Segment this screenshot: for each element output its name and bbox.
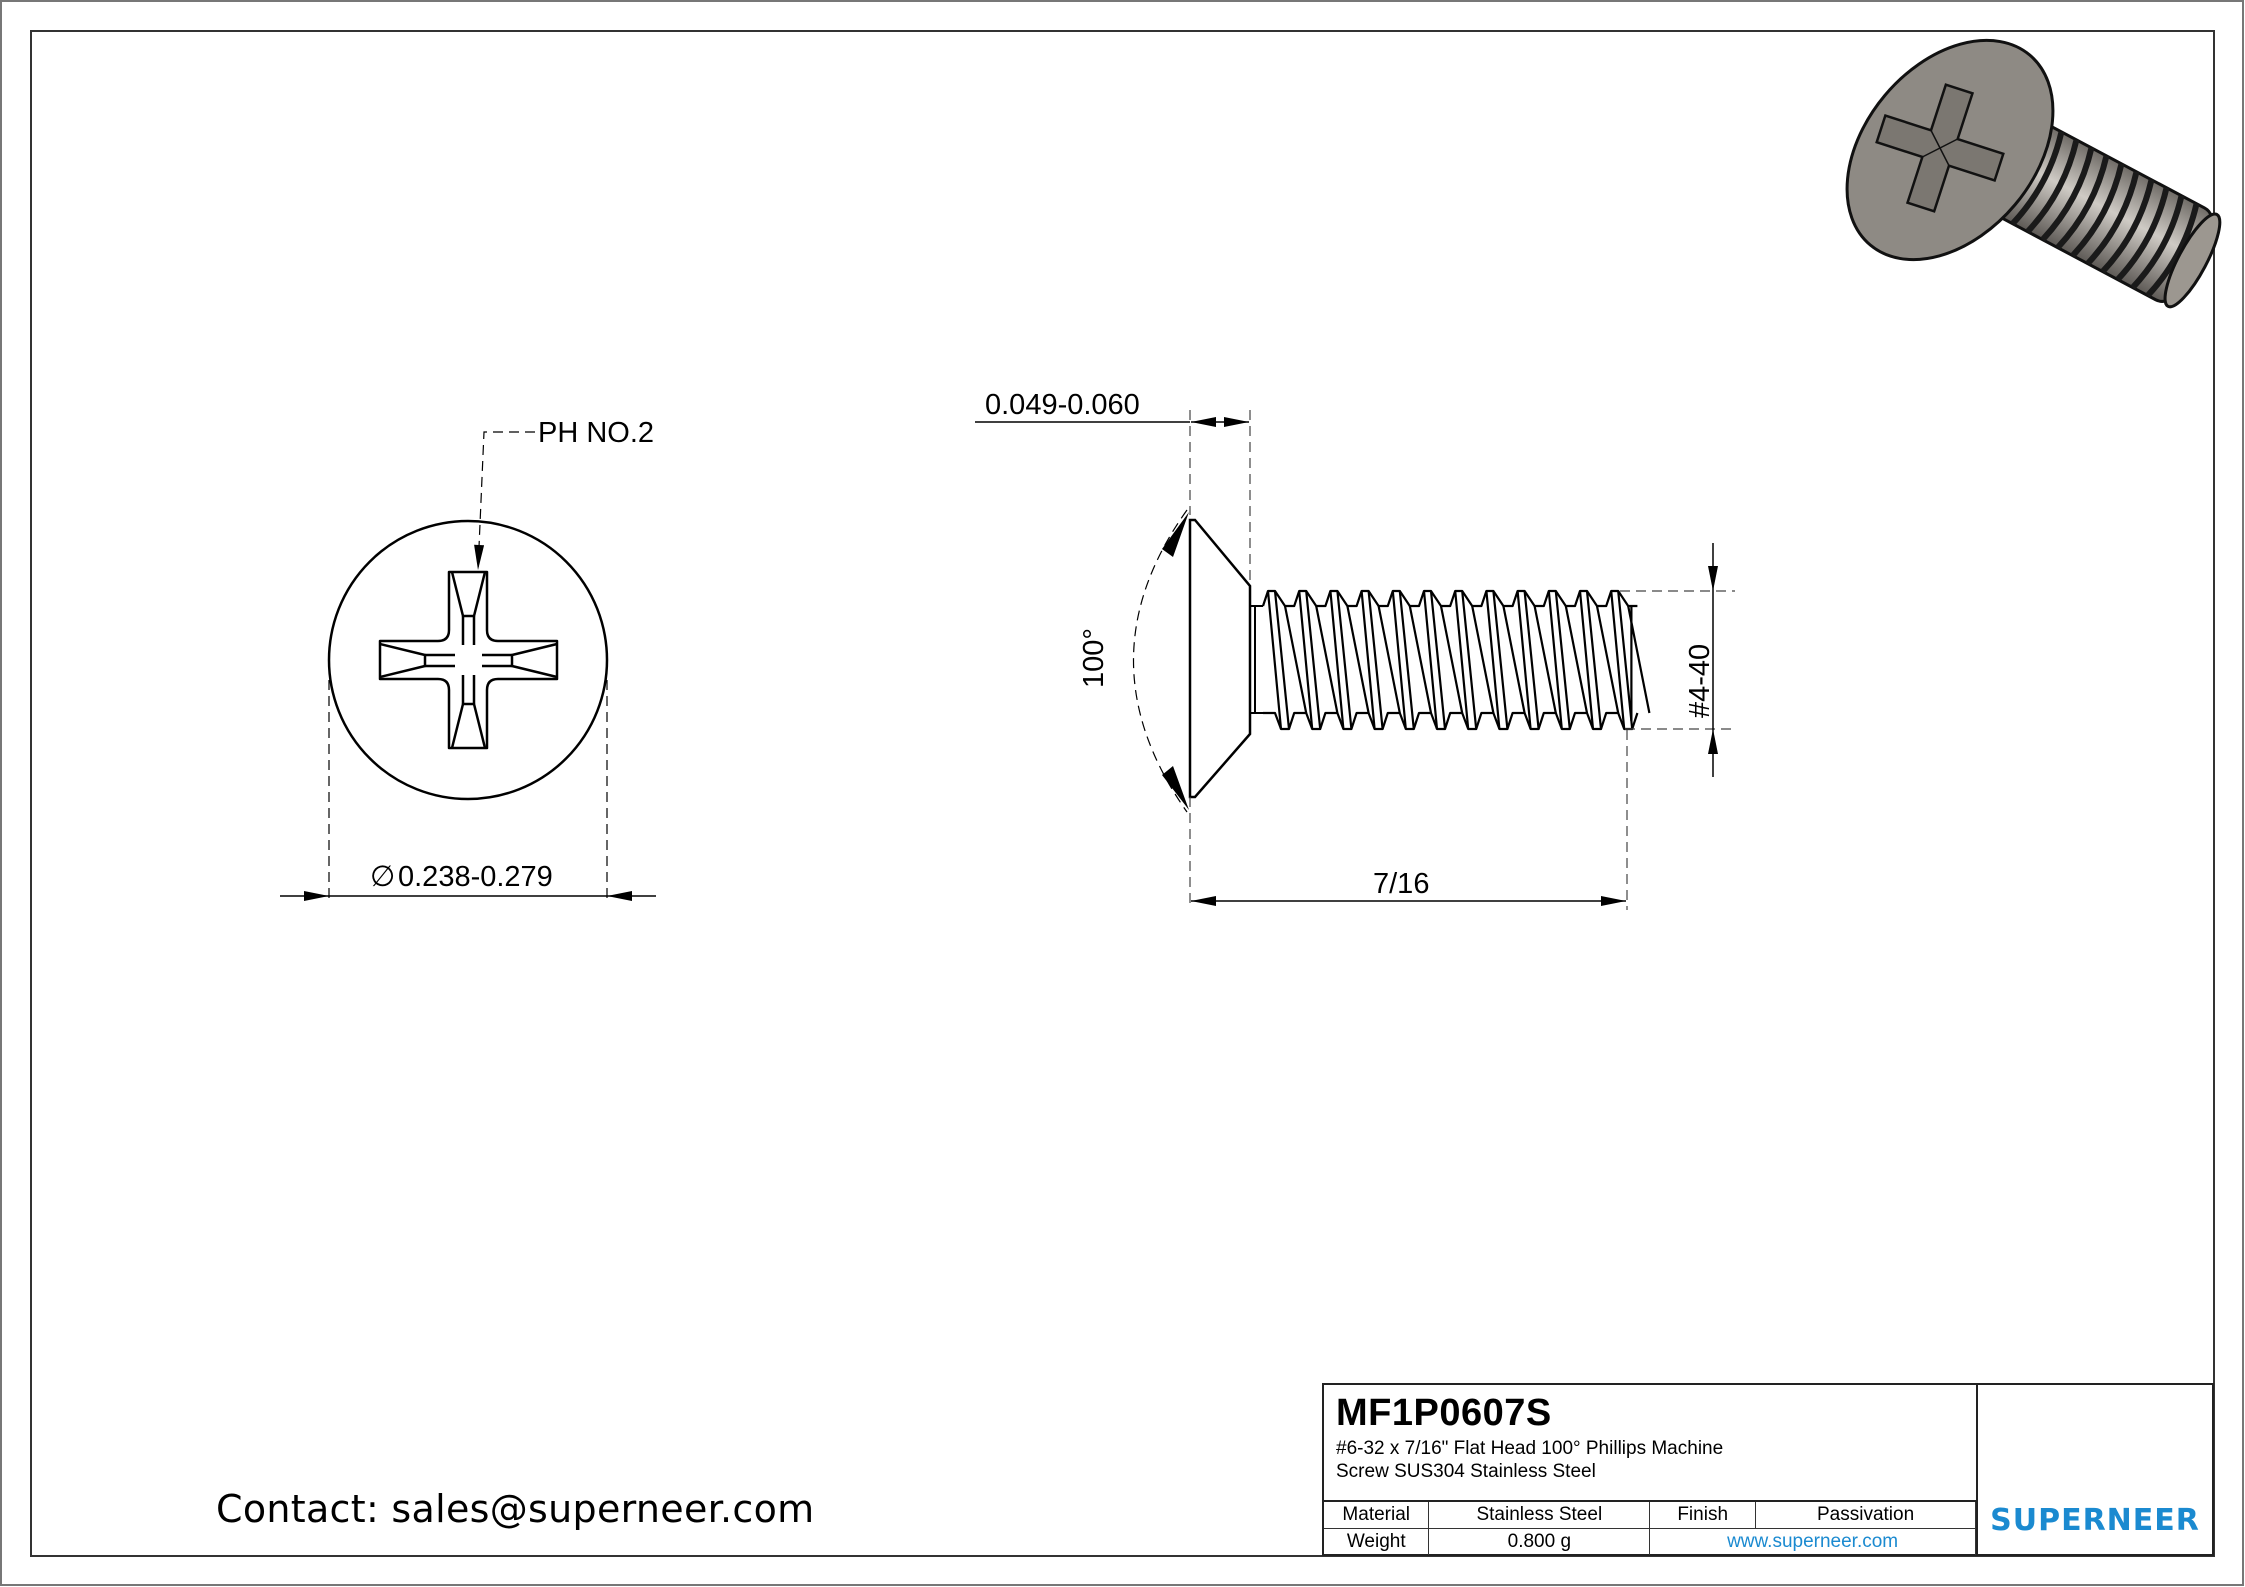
phillips-3d-icon <box>1875 83 2005 213</box>
shank <box>1250 605 1263 714</box>
logo-box: SUPERNEER <box>1976 1385 2212 1554</box>
screw-3d-render <box>1845 38 2222 309</box>
diameter-label: 0.238-0.279 <box>398 861 553 893</box>
top-view <box>280 431 656 901</box>
recess-label: PH NO.2 <box>538 417 654 449</box>
side-view <box>975 410 1735 910</box>
angle-arc <box>1133 509 1188 813</box>
head-height-label: 0.049-0.060 <box>985 389 1140 421</box>
description-line-2: Screw SUS304 Stainless Steel <box>1336 1461 1596 1482</box>
material-value: Stainless Steel <box>1428 1500 1651 1529</box>
finish-label: Finish <box>1649 1500 1757 1529</box>
contact-email[interactable]: Contact: sales@superneer.com <box>216 1487 815 1531</box>
finish-value: Passivation <box>1755 1500 1976 1529</box>
title-block-info: MF1P0607S #6-32 x 7/16" Flat Head 100° P… <box>1324 1385 1976 1555</box>
thread-profile <box>1261 589 1651 731</box>
head-angle-label: 100° <box>1078 628 1110 688</box>
description-line-1: #6-32 x 7/16" Flat Head 100° Phillips Ma… <box>1336 1438 1724 1459</box>
brand-logo-text: SUPERNEER <box>1990 1503 2200 1538</box>
part-description: #6-32 x 7/16" Flat Head 100° Phillips Ma… <box>1336 1437 1956 1483</box>
head-outline-circle <box>327 519 609 801</box>
table-row: Weight 0.800 g www.superneer.com <box>1324 1528 1976 1555</box>
weight-label: Weight <box>1324 1528 1430 1555</box>
angle-arrows <box>1162 512 1189 810</box>
part-number: MF1P0607S <box>1336 1392 1552 1434</box>
phillips-recess-icon <box>378 570 559 750</box>
diameter-symbol-icon: ∅ <box>370 861 395 893</box>
countersunk-head <box>1188 518 1252 799</box>
thread-size-label: #4-40 <box>1684 644 1716 718</box>
inner-frame <box>30 30 2215 1557</box>
recess-leader-line <box>474 431 535 571</box>
website-link[interactable]: www.superneer.com <box>1649 1528 1976 1555</box>
properties-table: Material Stainless Steel Finish Passivat… <box>1324 1500 1976 1555</box>
material-label: Material <box>1324 1500 1430 1529</box>
table-row: Material Stainless Steel Finish Passivat… <box>1324 1500 1976 1529</box>
title-block: MF1P0607S #6-32 x 7/16" Flat Head 100° P… <box>1322 1383 2214 1556</box>
weight-value: 0.800 g <box>1428 1528 1651 1555</box>
length-label: 7/16 <box>1373 868 1429 900</box>
